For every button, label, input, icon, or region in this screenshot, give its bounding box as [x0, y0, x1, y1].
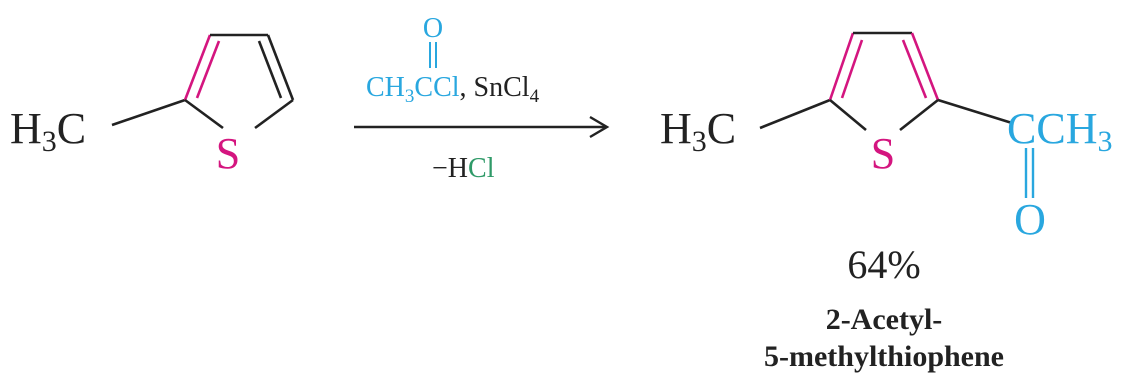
product-ring-double-inner-2 — [901, 39, 928, 99]
ring-double-bond-inner — [195, 40, 221, 99]
product-name-line-2: 5-methylthiophene — [764, 340, 1004, 373]
product-acyl-bond — [937, 98, 1013, 125]
reactant-methyl-label: H3C — [10, 104, 86, 158]
reagent-carbonyl-oxygen: O — [423, 13, 443, 44]
product-ring-bond-c3-c2 — [910, 32, 940, 101]
product-methyl-bond — [759, 98, 831, 130]
ring-bond-c2-c3 — [183, 34, 212, 101]
product-name-line-1: 2-Acetyl- — [826, 303, 943, 336]
product-yield: 64% — [847, 242, 920, 287]
product-ring-bond-c2-s — [899, 98, 939, 132]
product-ring-bond-c5-s — [829, 99, 867, 131]
methyl-bond — [111, 98, 186, 127]
ring-bond-c4-c5 — [266, 34, 295, 101]
reaction-arrow-head — [589, 115, 610, 139]
ring-bond-c5-s — [254, 98, 294, 130]
reactant-molecule: H3C S — [10, 33, 295, 178]
product-acyl-label: CCH3 — [1007, 104, 1112, 158]
product-ring-bond-c5-c4 — [828, 32, 855, 101]
product-methyl-label: H3C — [660, 104, 736, 158]
reactant-sulfur-label: S — [216, 129, 240, 178]
reaction-conditions: O CH3CCl, SnCl4 −HCl — [354, 13, 610, 184]
product-molecule: H3C S CCH3 O — [660, 31, 1112, 244]
ring-bond-c2-s — [184, 98, 224, 130]
product-carbonyl-oxygen: O — [1014, 195, 1046, 244]
byproduct-label: −HCl — [432, 153, 495, 184]
product-ring-double-inner — [840, 39, 864, 99]
product-sulfur-label: S — [871, 129, 895, 178]
ring-double-bond-inner-2 — [257, 40, 283, 99]
reagent-line: CH3CCl, SnCl4 — [366, 72, 540, 107]
